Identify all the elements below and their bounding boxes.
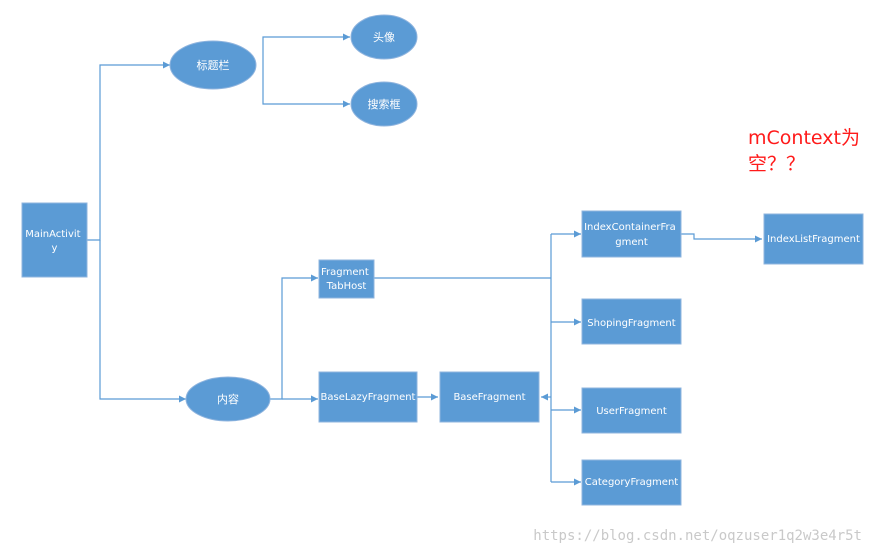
node-mainactivity: MainActivit y xyxy=(21,202,88,278)
node-fragment-tabhost: Fragment TabHost xyxy=(318,259,375,299)
node-userfragment-label: UserFragment xyxy=(596,406,667,417)
node-baselazyfragment: BaseLazyFragment xyxy=(318,371,418,423)
node-baselazyfragment-label: BaseLazyFragment xyxy=(321,392,416,403)
node-categoryfragment: CategoryFragment xyxy=(581,459,682,506)
node-categoryfragment-label: CategoryFragment xyxy=(585,477,679,488)
node-shopingfragment: ShopingFragment xyxy=(581,298,682,345)
node-shopingfragment-label: ShopingFragment xyxy=(587,318,675,329)
node-content: 内容 xyxy=(185,376,271,422)
svg-text:Fragment TabHost: Fragment TabHost xyxy=(321,267,372,292)
svg-text:IndexContainerFra gment: IndexContainerFra gment xyxy=(584,222,679,248)
annotation-note-line1: mContext为 xyxy=(748,127,860,149)
connector-main-to-titlebar xyxy=(87,61,170,241)
watermark-text: https://blog.csdn.net/oqzuser1q2w3e4r5t xyxy=(533,528,862,544)
connectors xyxy=(87,33,762,486)
connector-indexcontainer-to-indexlist xyxy=(681,233,762,243)
node-indexlistfragment-label: IndexListFragment xyxy=(767,234,860,245)
annotation-note: mContext为 空？？ xyxy=(748,127,860,175)
node-indexcontainerfragment: IndexContainerFra gment xyxy=(581,210,682,258)
node-mainactivity-line2: y xyxy=(52,243,58,254)
connector-titlebar-to-searchbox xyxy=(262,65,350,108)
node-content-label: 内容 xyxy=(217,392,239,406)
node-indexcontainerfragment-line2: gment xyxy=(615,237,648,248)
node-basefragment: BaseFragment xyxy=(439,371,540,423)
annotation-note-line2: 空？？ xyxy=(748,153,805,175)
node-titlebar-label: 标题栏 xyxy=(197,58,230,72)
node-basefragment-label: BaseFragment xyxy=(453,392,525,403)
node-fragment-tabhost-line1: Fragment xyxy=(321,267,369,278)
svg-text:MainActivit y: MainActivit y xyxy=(25,229,84,254)
node-mainactivity-line1: MainActivit xyxy=(25,229,80,240)
connector-titlebar-to-avatar xyxy=(262,33,350,65)
node-searchbox-label: 搜索框 xyxy=(368,97,401,111)
node-userfragment: UserFragment xyxy=(581,387,682,434)
node-titlebar: 标题栏 xyxy=(169,40,257,90)
node-searchbox: 搜索框 xyxy=(350,81,418,127)
node-fragment-tabhost-line2: TabHost xyxy=(326,281,367,292)
node-avatar: 头像 xyxy=(350,14,418,60)
node-indexcontainerfragment-line1: IndexContainerFra xyxy=(584,222,676,233)
node-avatar-label: 头像 xyxy=(373,31,395,44)
connector-main-to-content xyxy=(99,240,186,403)
connector-content-to-tabhost xyxy=(270,274,318,400)
node-indexlistfragment: IndexListFragment xyxy=(763,213,864,265)
